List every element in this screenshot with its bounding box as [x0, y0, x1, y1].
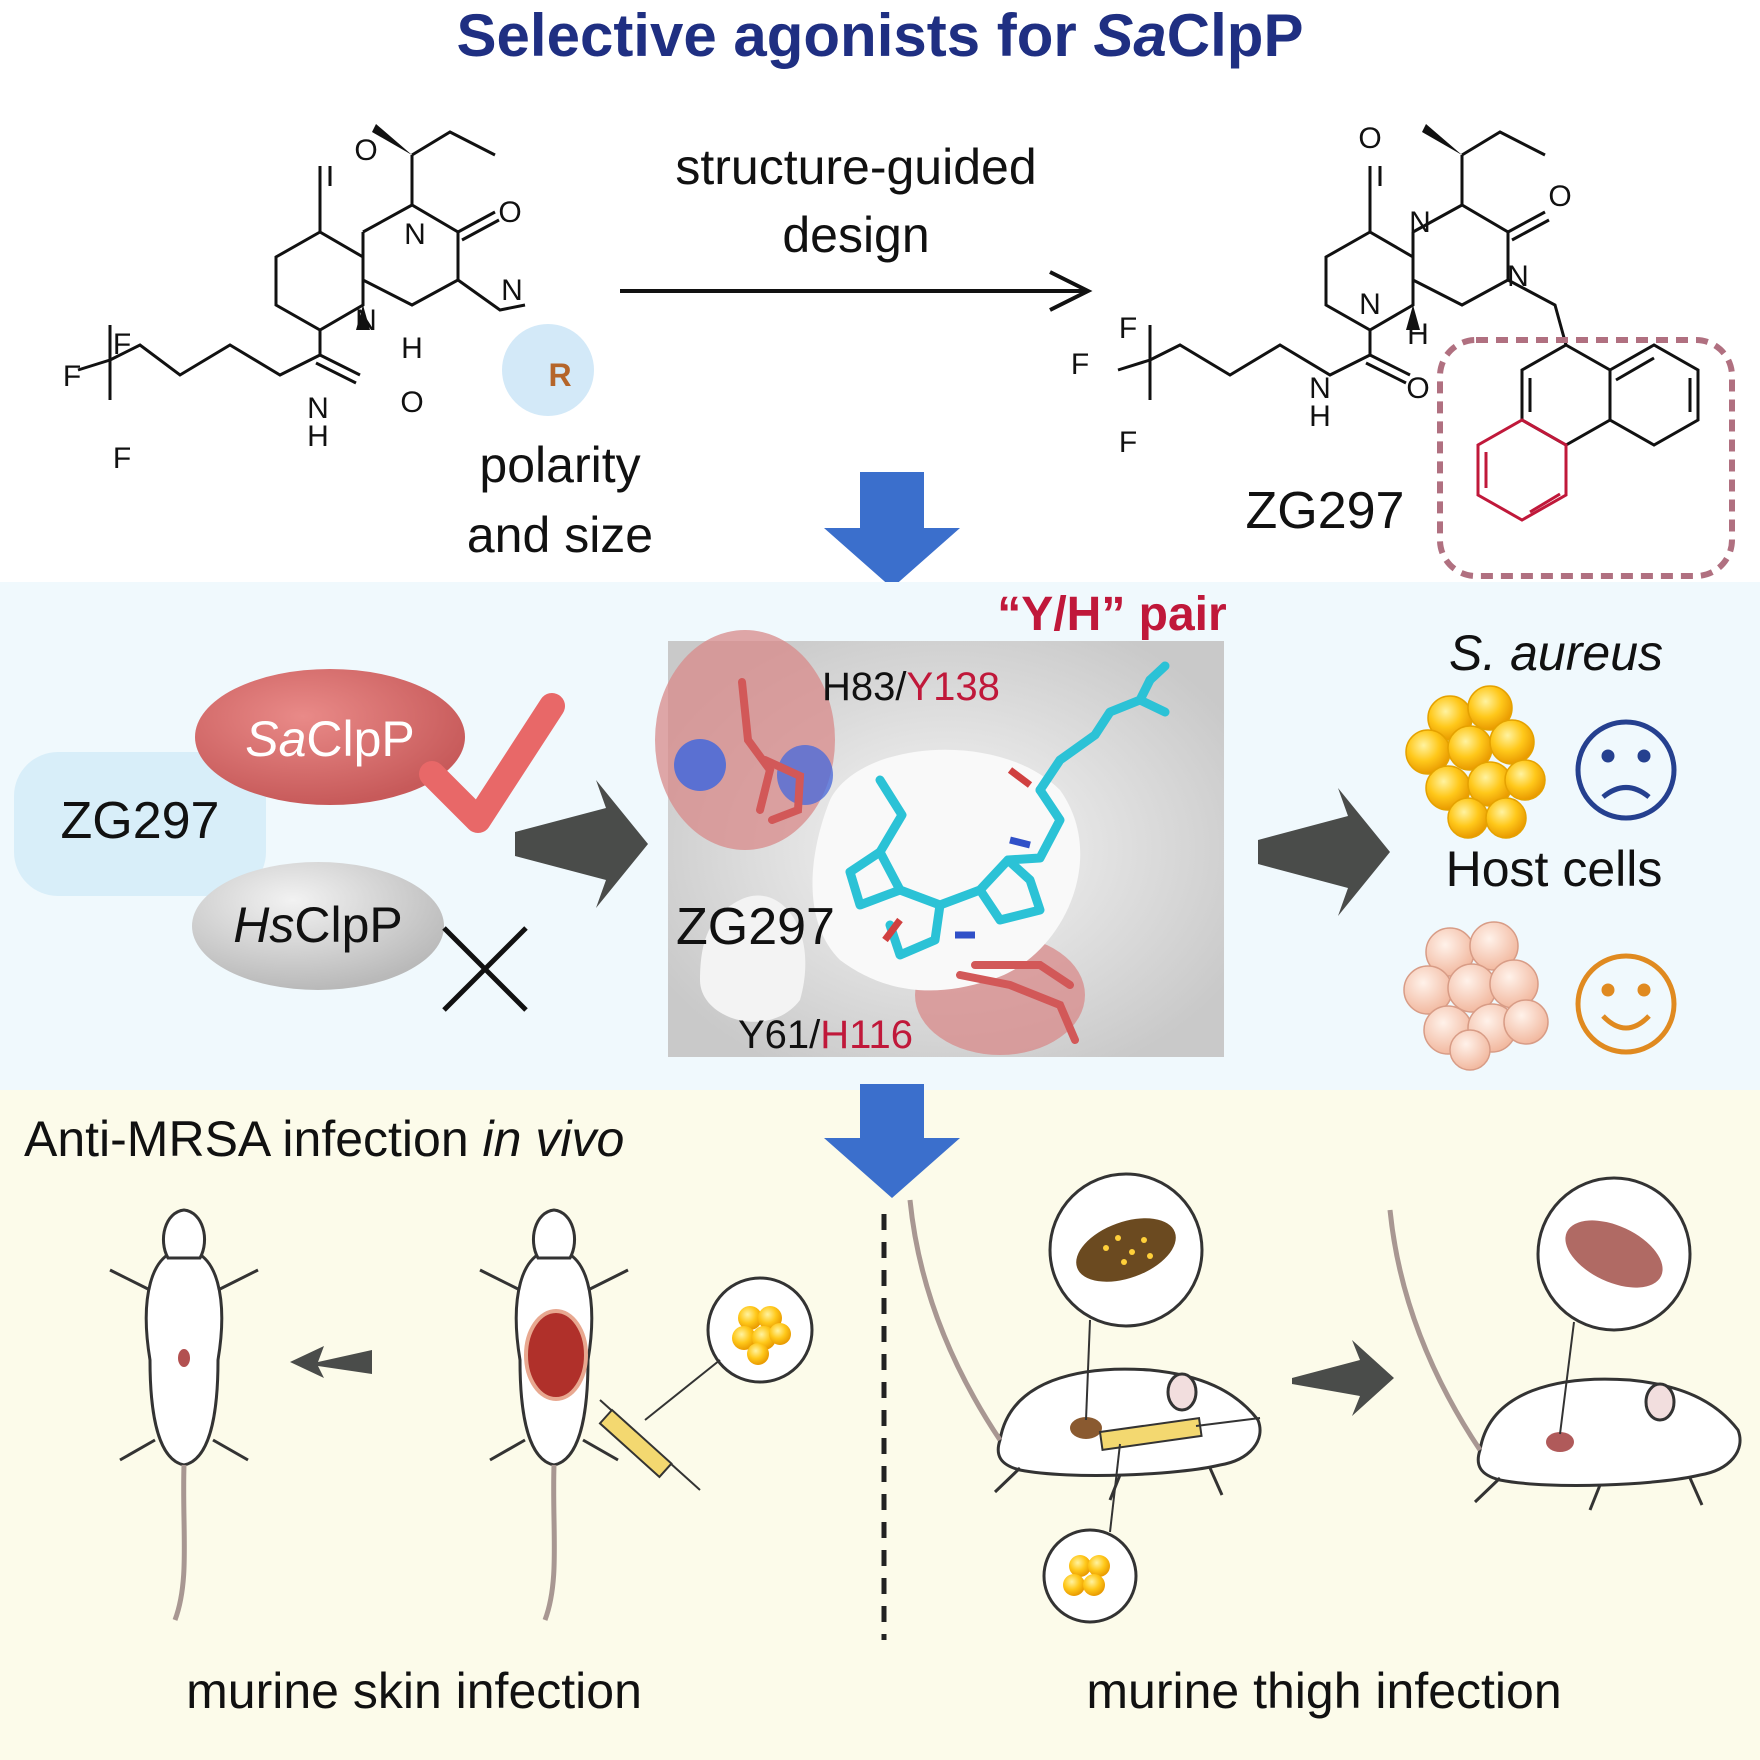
- thigh-tissue-bacteria: [1103, 1235, 1153, 1265]
- gray-arrow-2: [1258, 788, 1390, 916]
- gray-arrow-4: [1292, 1340, 1394, 1416]
- saclpp-label: SaClpP: [245, 711, 415, 767]
- svg-text:N: N: [1309, 372, 1331, 405]
- lead-atom-labels: O O N N N H O N H F F F: [63, 134, 523, 475]
- syringe-icon-2: [1098, 1416, 1261, 1451]
- zg297-pill-label: ZG297: [61, 792, 220, 850]
- design-label-2: design: [782, 207, 929, 263]
- saclpp-ellipse: [195, 669, 465, 805]
- zg297-name: ZG297: [1246, 482, 1405, 540]
- svg-text:N: N: [501, 274, 523, 307]
- thigh-tissue-treated: [1565, 1220, 1663, 1288]
- svg-text:F: F: [63, 360, 81, 393]
- design-label-1: structure-guided: [675, 139, 1036, 195]
- mouse-treated-sideview: [1387, 1209, 1742, 1511]
- svg-text:F: F: [113, 442, 131, 475]
- in-vivo-title: Anti-MRSA infection in vivo: [24, 1111, 624, 1167]
- organism-label: S. aureus: [1449, 625, 1663, 681]
- gray-arrow-1: [515, 780, 648, 908]
- thigh-lesion-treated: [1546, 1432, 1574, 1452]
- svg-text:O: O: [1548, 180, 1571, 213]
- svg-text:N: N: [1359, 288, 1381, 321]
- host-cell-cluster: [1403, 921, 1549, 1071]
- zoom-line-1: [644, 1359, 721, 1421]
- residue-label-top: H83/Y138: [822, 665, 1000, 709]
- mouse-infected-sideview: [907, 1199, 1262, 1501]
- r-group-label: R: [548, 357, 571, 393]
- svg-text:N: N: [404, 218, 426, 251]
- svg-text:O: O: [400, 386, 423, 419]
- svg-text:F: F: [1071, 348, 1089, 381]
- svg-text:O: O: [1358, 122, 1381, 155]
- svg-text:O: O: [354, 134, 377, 167]
- design-arrow: [620, 270, 1093, 312]
- happy-face-icon: [1575, 953, 1677, 1055]
- zoom-line-3: [1109, 1443, 1121, 1533]
- zg297-atom-labels: O O N N N H O N H F F F: [1071, 122, 1572, 459]
- polarity-label-1: polarity: [479, 437, 640, 493]
- blue-down-arrow-1: [824, 472, 960, 588]
- thigh-infection-caption: murine thigh infection: [1086, 1663, 1561, 1719]
- blue-down-arrow-2: [824, 1084, 960, 1198]
- svg-text:F: F: [1119, 426, 1137, 459]
- skin-infection-caption: murine skin infection: [186, 1663, 642, 1719]
- figure-title: Selective agonists for SaClpP: [457, 2, 1304, 69]
- host-cells-label: Host cells: [1446, 841, 1663, 897]
- svg-text:O: O: [498, 196, 521, 229]
- svg-text:H: H: [307, 420, 329, 453]
- residue-label-bottom: Y61/H116: [738, 1013, 913, 1057]
- ligand-label: ZG297: [676, 898, 835, 956]
- sad-face-icon: [1575, 719, 1677, 821]
- syringe-icon-1: [598, 1399, 701, 1491]
- zoom-line-2: [1085, 1319, 1091, 1421]
- thigh-tissue-infected: [1076, 1218, 1176, 1282]
- svg-text:H: H: [1309, 400, 1331, 433]
- svg-text:N: N: [355, 304, 377, 337]
- svg-text:N: N: [1507, 260, 1529, 293]
- svg-text:F: F: [1119, 312, 1137, 345]
- svg-text:H: H: [1407, 318, 1429, 351]
- cross-icon: [442, 926, 528, 1012]
- svg-text:H: H: [401, 332, 423, 365]
- gray-arrow-3: [290, 1346, 372, 1378]
- zg297-structure: [1117, 124, 1700, 522]
- yh-pair-title: “Y/H” pair: [997, 588, 1226, 641]
- svg-text:O: O: [1406, 372, 1429, 405]
- zoom-line-4: [1559, 1321, 1575, 1435]
- svg-text:F: F: [113, 328, 131, 361]
- bacteria-zoom-2-cells: [1063, 1555, 1110, 1596]
- thigh-lesion-infected: [1070, 1417, 1102, 1439]
- svg-text:N: N: [307, 392, 329, 425]
- bacteria-zoom-1-cells: [732, 1306, 791, 1365]
- svg-text:N: N: [1409, 206, 1431, 239]
- phenanthrene-highlight-box: [1437, 337, 1735, 579]
- healed-lesion: [178, 1349, 190, 1367]
- r-group-highlight: [502, 324, 594, 416]
- skin-lesion: [524, 1309, 588, 1401]
- hsclpp-ellipse: [192, 862, 444, 990]
- zg297-pill: [14, 752, 266, 896]
- check-icon: [419, 693, 565, 833]
- lead-structure: [77, 124, 526, 400]
- polarity-label-2: and size: [467, 507, 653, 563]
- bacteria-cluster: [1405, 685, 1546, 839]
- binding-pocket-image: [655, 630, 1224, 1057]
- hsclpp-label: HsClpP: [233, 897, 402, 953]
